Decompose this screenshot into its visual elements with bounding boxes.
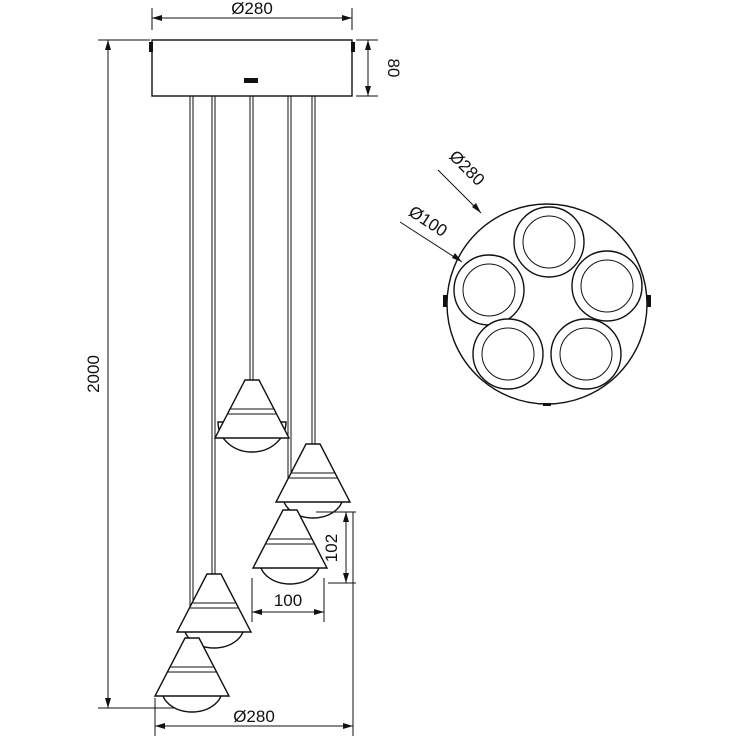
plan-shade-1 [513, 206, 585, 278]
shade-height-label: 102 [322, 534, 341, 562]
pendant-shade-3 [251, 509, 329, 585]
ceiling-canopy [149, 39, 355, 97]
total-height-label: 2000 [84, 355, 103, 393]
pendant-shade-1 [213, 379, 291, 453]
plan-diameter-label: Ø280 [445, 147, 488, 190]
plan-shade-2 [571, 250, 643, 322]
canopy-height-dimension: 80 [356, 39, 403, 97]
spread-diameter-label: Ø280 [233, 707, 275, 726]
spread-diameter-dimension: Ø280 [154, 512, 354, 736]
pendant-shade-2 [274, 443, 352, 519]
side-elevation: Ø280 80 2000 [84, 0, 403, 736]
canopy-diameter-dimension: Ø280 [151, 0, 353, 30]
pendant-shade-4 [175, 573, 253, 649]
plan-diameter-leader: Ø280 [437, 147, 488, 214]
plan-shade-diameter-label: Ø100 [405, 202, 450, 241]
total-height-dimension: 2000 [84, 39, 200, 709]
plan-view: Ø280 Ø100 [399, 147, 651, 406]
plan-shade-5 [472, 318, 544, 390]
shade-diameter-label: 100 [274, 591, 302, 610]
suspension-wires [189, 96, 316, 640]
canopy-height-label: 80 [384, 59, 403, 78]
plan-shade-diameter-leader: Ø100 [399, 202, 463, 263]
canopy-diameter-label: Ø280 [231, 0, 273, 18]
pendant-shade-5 [153, 637, 231, 713]
shade-height-dimension: 102 [316, 511, 356, 584]
plan-shade-4 [550, 318, 622, 390]
shade-diameter-dimension: 100 [251, 578, 325, 622]
plan-shade-3 [453, 254, 525, 326]
